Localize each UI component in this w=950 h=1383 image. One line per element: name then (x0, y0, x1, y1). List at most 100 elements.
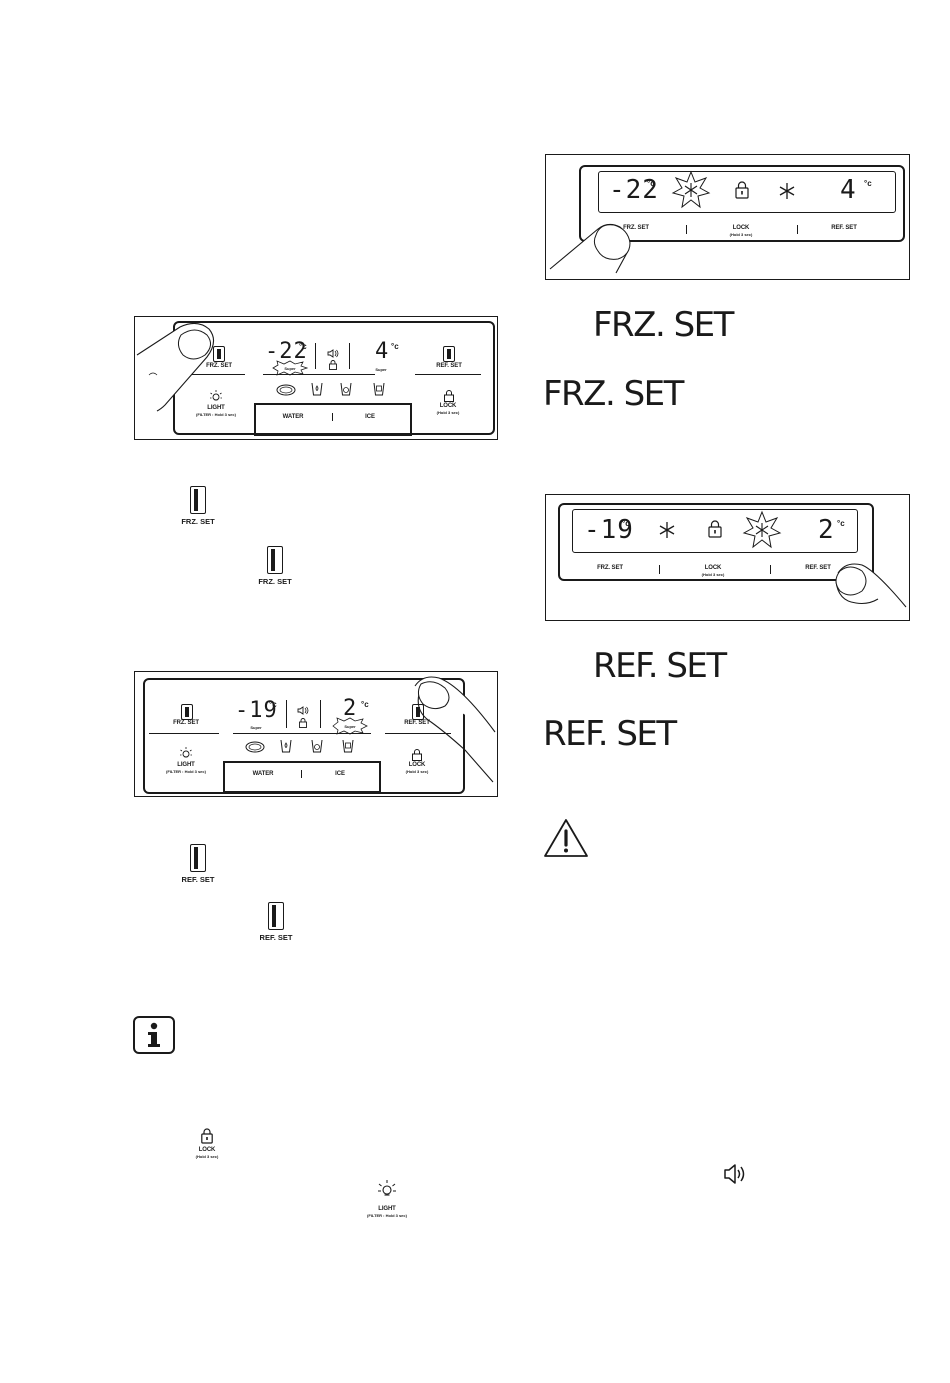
divider (686, 225, 687, 234)
frz-set-inline-label: FRZ. SET (181, 517, 215, 526)
divider (286, 700, 287, 728)
super-cool-active-icon (742, 510, 782, 554)
light-bulb-icon (179, 746, 193, 765)
divider (770, 565, 771, 574)
cubed-ice-cup-icon (373, 382, 385, 401)
super-cool-label: Super (344, 724, 356, 729)
ref-set-inline-label: REF. SET (259, 933, 293, 942)
display-panel-ref-illustration: -19 °c 2 °c FRZ. SET LOCK (Hold 3 sec) R… (545, 494, 910, 621)
control-panel-ref-illustration: FRZ. SET -19 °c Super 2 °c Super REF. SE… (134, 671, 498, 797)
lock-inline-label: LOCK (198, 1147, 216, 1153)
divider (332, 413, 333, 421)
water-button[interactable]: WATER (252, 771, 274, 777)
divider (320, 700, 321, 728)
lock-button[interactable]: LOCK (704, 565, 722, 571)
ref-set-button[interactable] (412, 704, 424, 720)
lock-sub-label: (Hold 3 sec) (701, 572, 725, 577)
display-window (598, 171, 896, 213)
fridge-temp-display: 4 (375, 339, 390, 364)
dispenser-select-box (254, 403, 412, 436)
divider (233, 733, 371, 734)
finger-pressing-illustration (136, 322, 215, 412)
light-label: LIGHT (207, 405, 225, 411)
fridge-temp-display: 2 (818, 515, 835, 545)
frz-set-label: FRZ. SET (173, 720, 199, 726)
frz-set-inline-icon (190, 486, 206, 514)
panel-bezel (579, 165, 905, 242)
lock-sub-label: (Hold 3 sec) (405, 769, 429, 774)
frz-set-button[interactable]: FRZ. SET (623, 225, 649, 231)
crushed-ice-cup-icon (340, 382, 352, 401)
divider (315, 343, 316, 369)
super-freeze-label: Super (250, 725, 262, 730)
lock-button[interactable]: LOCK (732, 225, 750, 231)
divider (797, 225, 798, 234)
divider (415, 374, 481, 375)
filter-icon (245, 740, 265, 758)
super-freeze-active-icon (671, 170, 711, 214)
divider (385, 733, 451, 734)
frz-set-button[interactable] (181, 704, 193, 720)
ref-set-inline-label: REF. SET (181, 875, 215, 884)
frz-set-button[interactable]: FRZ. SET (597, 565, 623, 571)
lock-icon (708, 520, 722, 543)
light-sub-label: (FILTER : Hold 3 sec) (166, 769, 206, 774)
frz-set-button[interactable] (213, 346, 225, 362)
water-cup-icon (311, 382, 323, 401)
fridge-temp-display: 4 (840, 175, 857, 205)
degree-unit: °c (864, 179, 872, 188)
divider (301, 770, 302, 778)
divider (181, 374, 245, 375)
lock-button-icon[interactable] (412, 748, 422, 766)
ref-set-inline-icon (190, 844, 206, 872)
water-button[interactable]: WATER (282, 414, 304, 420)
display-panel-frz-illustration: -22 °c 4 °c FRZ. SET LOCK (Hold 3 sec) R… (545, 154, 910, 280)
cubed-ice-cup-icon (342, 739, 354, 758)
lock-button-icon[interactable] (444, 389, 454, 407)
ref-set-button[interactable]: REF. SET (805, 565, 831, 571)
degree-unit: °c (837, 519, 845, 528)
super-freeze-snowflake-icon (658, 521, 676, 544)
ref-set-large-label: REF. SET (593, 646, 727, 686)
frz-set-inline-label: FRZ. SET (258, 577, 292, 586)
filter-icon (276, 383, 296, 401)
super-cool-snowflake-icon (778, 182, 796, 205)
ref-set-label: REF. SET (404, 720, 430, 726)
freezer-temp-display: -22 (609, 175, 659, 205)
display-window (572, 509, 858, 553)
light-bulb-icon (209, 389, 223, 408)
degree-unit: °c (361, 700, 369, 709)
freezer-temp-display: -22 (265, 339, 308, 364)
finger-pressing-illustration (835, 563, 907, 608)
sound-icon (327, 345, 339, 363)
frz-set-label: FRZ. SET (206, 363, 232, 369)
degree-unit: °c (622, 519, 630, 528)
panel-bezel (558, 503, 874, 581)
degree-unit: °c (647, 179, 655, 188)
ref-set-button[interactable] (443, 346, 455, 362)
lock-label: LOCK (408, 762, 426, 768)
light-sub-label: (FILTER : Hold 3 sec) (196, 412, 236, 417)
info-icon (133, 1016, 175, 1054)
finger-pressing-illustration (549, 223, 631, 274)
divider (149, 733, 219, 734)
degree-unit: °c (391, 342, 399, 351)
ref-set-button[interactable]: REF. SET (831, 225, 857, 231)
lock-icon (329, 357, 337, 375)
water-cup-icon (280, 739, 292, 758)
super-cool-label: Super (375, 367, 387, 372)
super-cool-starburst-icon (332, 717, 368, 739)
super-freeze-starburst-icon (272, 360, 309, 380)
ice-button[interactable]: ICE (335, 771, 345, 777)
freezer-temp-display: -19 (235, 698, 278, 723)
lock-inline-icon (201, 1128, 213, 1149)
lock-icon (299, 715, 307, 733)
warning-icon (543, 818, 589, 863)
lock-inline-sub-label: (Hold 3 sec) (195, 1154, 219, 1159)
sound-inline-icon (723, 1162, 749, 1191)
ice-button[interactable]: ICE (365, 414, 375, 420)
super-freeze-label: Super (284, 366, 296, 371)
divider (349, 343, 350, 369)
freezer-temp-display: -19 (584, 515, 634, 545)
light-inline-icon (377, 1179, 397, 1204)
